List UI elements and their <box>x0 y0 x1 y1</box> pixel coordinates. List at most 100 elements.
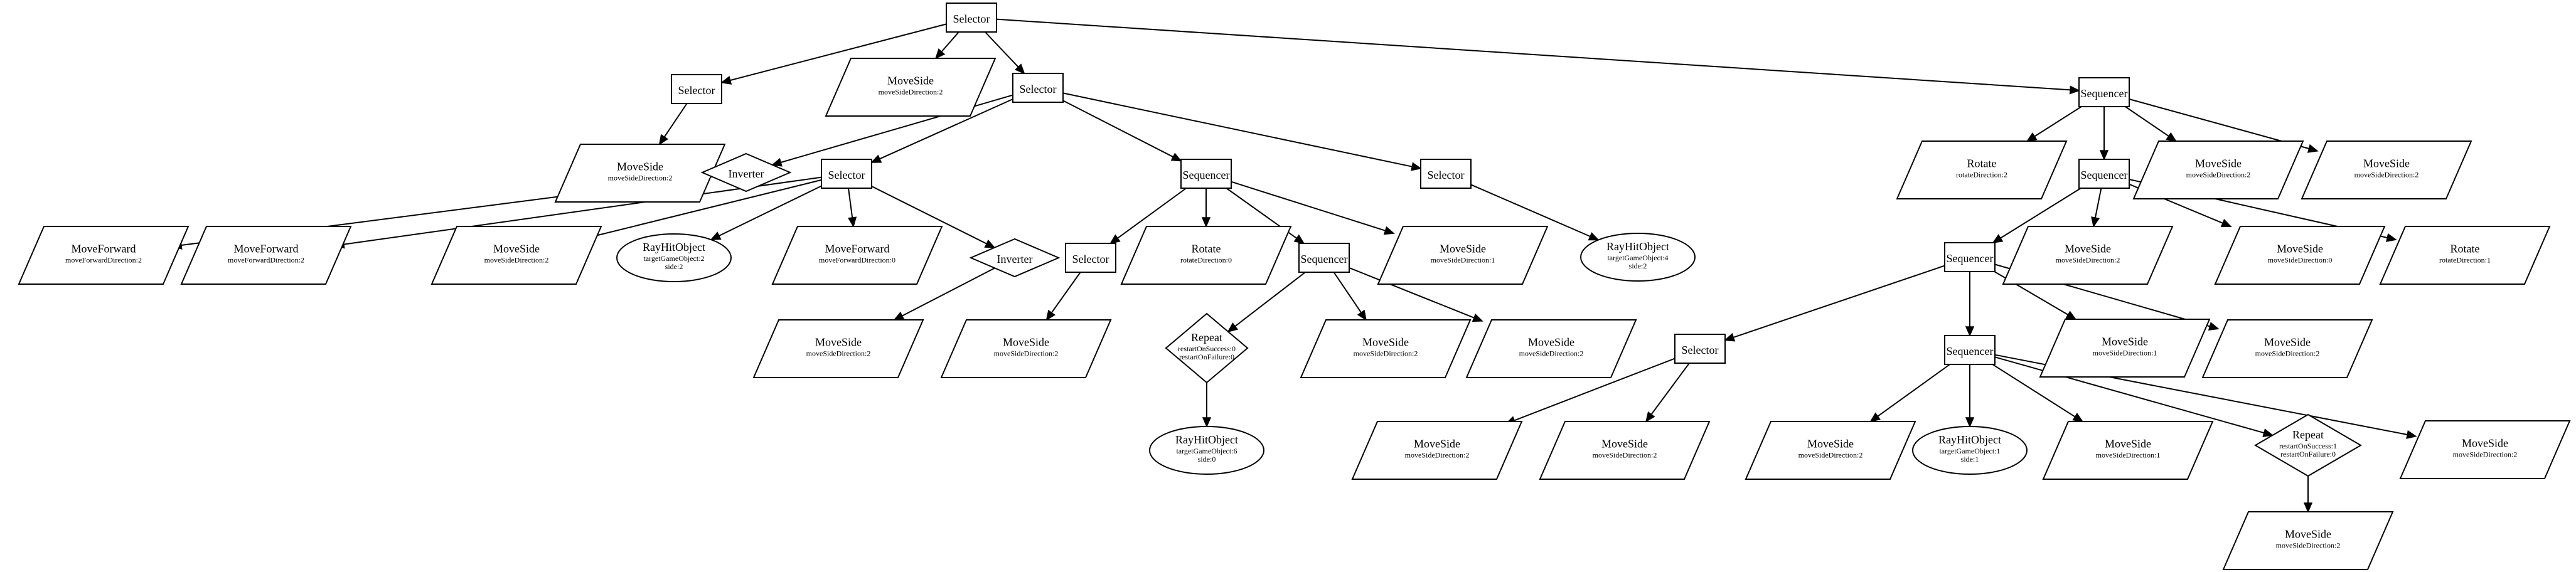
edge-n23-n34 <box>1349 267 1483 322</box>
node-title: MoveSide <box>2065 243 2111 255</box>
arrowhead <box>1588 232 1600 241</box>
node-param: moveSideDirection:2 <box>2354 171 2419 179</box>
node-repeat: RepeatrestartOnSuccess:0restartOnFailure… <box>1165 312 1249 384</box>
edge-line <box>1514 358 1675 421</box>
edge-n8-n18 <box>710 185 822 240</box>
arrowhead <box>2072 413 2084 423</box>
node-title: Sequencer <box>1183 169 1230 181</box>
node-param: side:0 <box>1198 455 1216 463</box>
node-param: moveSideDirection:1 <box>2093 349 2157 358</box>
edge-line <box>1062 92 1413 167</box>
node-selector: Selector <box>1674 334 1726 364</box>
node-title: Selector <box>1428 169 1465 181</box>
node-title: MoveSide <box>493 243 540 255</box>
edge-line <box>848 188 853 218</box>
node-title: Sequencer <box>2081 169 2128 181</box>
node-title: Repeat <box>2292 428 2324 441</box>
node-selector: Selector <box>821 159 872 189</box>
arrowhead <box>1202 417 1212 428</box>
node-title: MoveSide <box>1440 243 1486 255</box>
arrowhead <box>1724 332 1736 342</box>
node-title: Rotate <box>2450 243 2480 255</box>
node-title: MoveForward <box>72 243 136 255</box>
node-param: moveSideDirection:2 <box>1593 451 1657 460</box>
edge-n1-n4 <box>985 31 1025 75</box>
edge-line <box>2094 188 2102 218</box>
node-param: side:2 <box>665 262 683 271</box>
node-title: Selector <box>828 169 865 181</box>
edge-n36-n42 <box>1869 364 1950 423</box>
node-shape <box>2301 140 2472 199</box>
node-param: moveSideDirection:1 <box>1431 256 1495 265</box>
node-shape <box>771 226 943 285</box>
edge-n45-n47 <box>2303 476 2313 513</box>
edge-line <box>730 23 947 82</box>
edge-n10-n25 <box>1470 184 1600 241</box>
arrowhead <box>2091 216 2100 228</box>
node-param: moveSideDirection:2 <box>1354 349 1418 358</box>
arrowhead <box>893 311 905 320</box>
edge-n5-n12 <box>2099 107 2109 161</box>
node-shape <box>1912 426 2028 475</box>
arrowhead <box>1045 309 1056 321</box>
node-shape <box>1745 421 1916 480</box>
edge-n12-n26 <box>1992 188 2082 244</box>
node-shape <box>2379 226 2551 285</box>
node-param: restartOnSuccess:1 <box>2279 442 2337 450</box>
node-inverter: Inverter <box>969 238 1061 278</box>
node-shape <box>2132 140 2304 199</box>
node-shape <box>2042 421 2214 480</box>
node-shape <box>1944 242 1996 272</box>
node-repeat: RepeatrestartOnSuccess:1restartOnFailure… <box>2254 413 2362 477</box>
node-param: rotateDirection:1 <box>2439 256 2491 265</box>
edge-n1-n5 <box>996 18 2080 95</box>
edge-n4-n9 <box>1062 100 1182 162</box>
node-title: MoveSide <box>2105 438 2151 450</box>
edge-line <box>719 185 822 236</box>
node-title: MoveSide <box>617 161 663 173</box>
node-shape <box>671 74 722 104</box>
node-title: Inverter <box>997 253 1033 265</box>
node-param: moveSideDirection:2 <box>1405 451 1470 460</box>
node-param: moveSideDirection:2 <box>994 349 1059 358</box>
node-shape <box>700 152 792 193</box>
edge-n5-n13 <box>2125 106 2178 142</box>
node-param: moveSideDirection:2 <box>2056 256 2120 265</box>
node-shape <box>1539 421 1711 480</box>
edge-line <box>1349 267 1475 319</box>
node-shape <box>554 144 726 203</box>
node-shape <box>1149 426 1264 475</box>
edge-line <box>1117 188 1187 239</box>
node-param: moveSideDirection:2 <box>1519 349 1584 358</box>
node-shape <box>1351 421 1523 480</box>
node-title: MoveSide <box>815 336 862 349</box>
node-shape <box>2254 413 2362 477</box>
node-shape <box>1065 243 1116 273</box>
edge-line <box>1650 363 1690 415</box>
arrowhead <box>1201 217 1211 228</box>
node-param: restartOnFailure:0 <box>1179 352 1234 361</box>
node-title: MoveSide <box>887 75 934 87</box>
arrowhead <box>1170 152 1182 162</box>
node-shape <box>1300 319 1472 378</box>
node-param: restartOnSuccess:0 <box>1178 344 1236 353</box>
node-title: MoveSide <box>1528 336 1574 349</box>
node-title: MoveSide <box>2462 437 2508 450</box>
edge-line <box>594 179 822 237</box>
node-sequencer: Sequencer <box>2078 159 2130 189</box>
edge-n26-n35 <box>1724 265 1945 342</box>
arrowhead <box>658 134 669 146</box>
node-param: restartOnFailure:0 <box>2280 450 2336 458</box>
